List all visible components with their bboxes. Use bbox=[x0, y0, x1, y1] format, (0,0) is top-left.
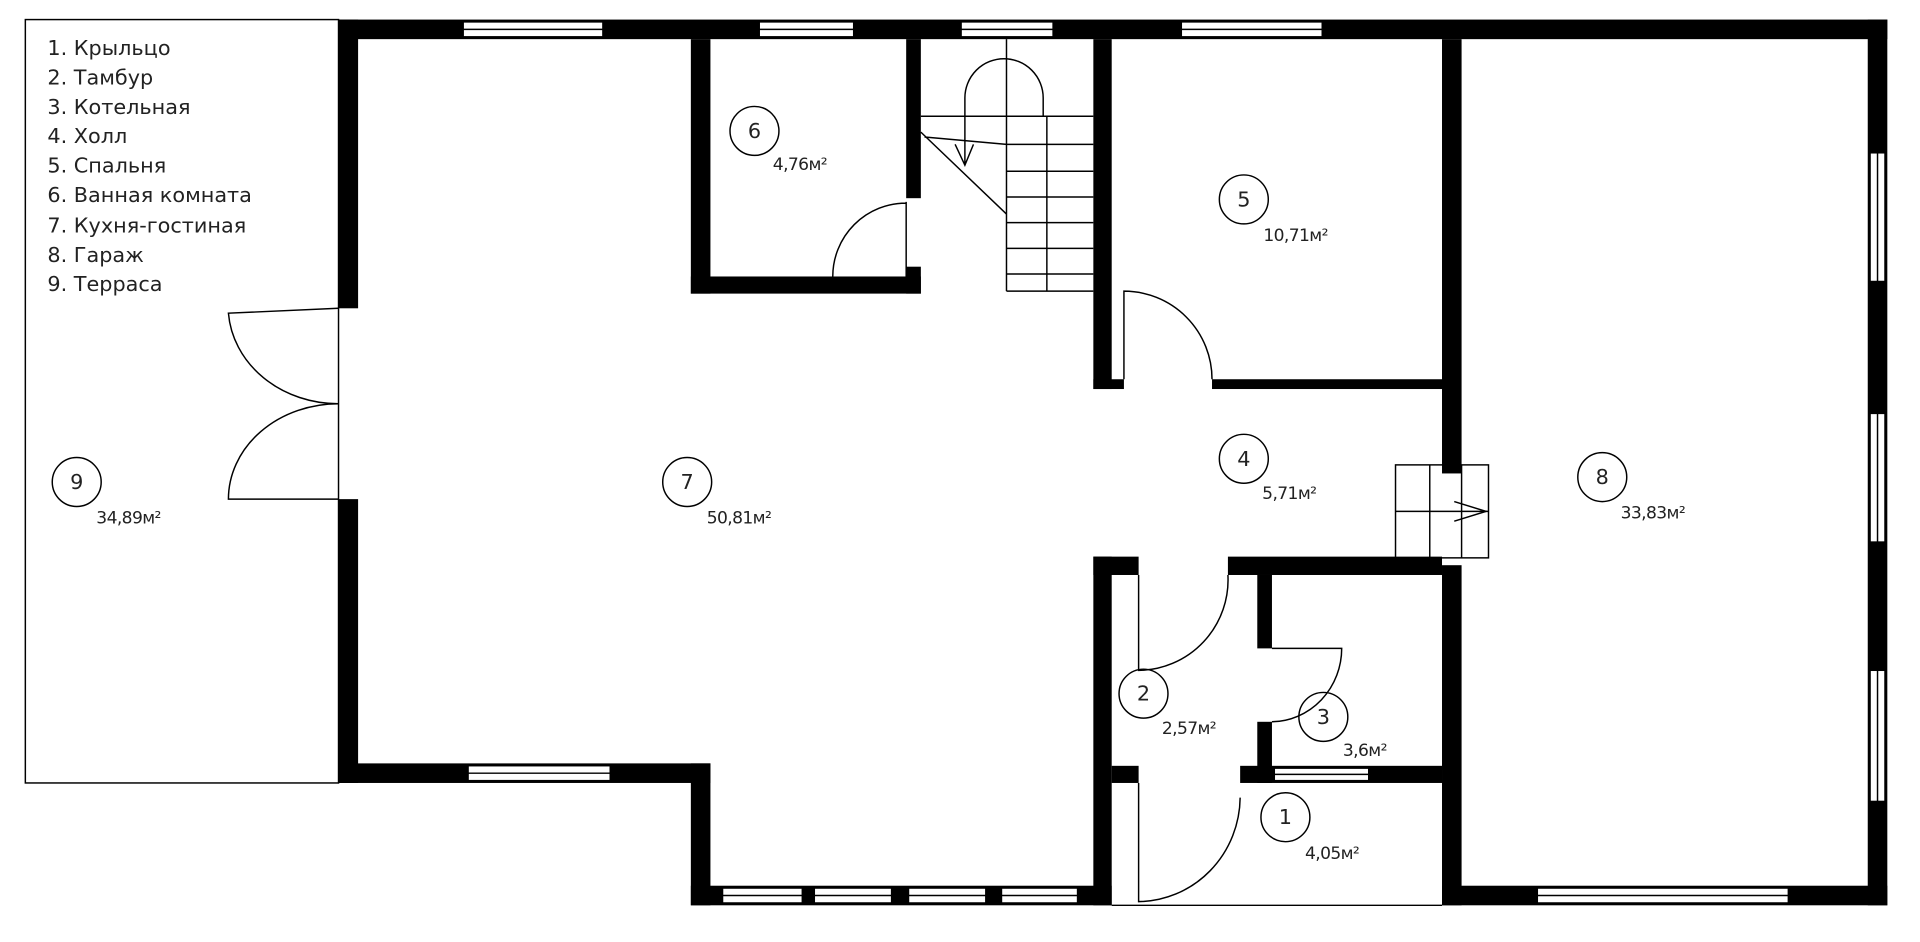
room-number: 6 bbox=[748, 119, 761, 143]
room-area: 34,89м² bbox=[96, 509, 160, 529]
terrace-outline bbox=[24, 18, 340, 784]
room-number: 5 bbox=[1237, 187, 1250, 211]
room-area: 33,83м² bbox=[1621, 504, 1685, 524]
legend-item: 3. Котельная bbox=[47, 95, 190, 119]
room-6-label: 6 4,76м² bbox=[729, 105, 828, 175]
room-area: 50,81м² bbox=[707, 509, 771, 529]
staircase bbox=[920, 39, 1490, 559]
room-number: 8 bbox=[1596, 465, 1609, 489]
room-area: 4,05м² bbox=[1305, 844, 1359, 864]
room-1-label: 1 4,05м² bbox=[1260, 792, 1360, 864]
legend-item: 5. Спальня bbox=[47, 153, 166, 177]
room-7-label: 7 50,81м² bbox=[661, 456, 772, 529]
windows bbox=[462, 21, 1886, 904]
room-area: 10,71м² bbox=[1263, 226, 1327, 246]
legend-item: 1. Крыльцо bbox=[47, 36, 170, 60]
room-area: 5,71м² bbox=[1262, 484, 1316, 504]
room-area: 2,57м² bbox=[1162, 719, 1216, 739]
room-area: 4,76м² bbox=[773, 155, 827, 175]
legend-item: 7. Кухня-гостиная bbox=[47, 213, 246, 237]
room-8-label: 8 33,83м² bbox=[1577, 451, 1686, 524]
room-area: 3,6м² bbox=[1343, 741, 1387, 761]
legend: 1. Крыльцо 2. Тамбур 3. Котельная 4. Хол… bbox=[47, 36, 252, 296]
legend-item: 9. Терраса bbox=[47, 272, 162, 296]
room-number: 7 bbox=[681, 470, 694, 494]
room-labels: 9 34,89м² 7 50,81м² 6 4,76м² 5 10,71м² 4… bbox=[51, 105, 1686, 864]
legend-item: 4. Холл bbox=[47, 124, 127, 148]
room-9-label: 9 34,89м² bbox=[51, 456, 161, 529]
legend-item: 8. Гараж bbox=[47, 243, 144, 267]
room-2-label: 2 2,57м² bbox=[1118, 668, 1217, 739]
room-number: 2 bbox=[1137, 682, 1150, 706]
legend-item: 6. Ванная комната bbox=[47, 183, 252, 207]
room-number: 3 bbox=[1317, 705, 1330, 729]
room-number: 9 bbox=[70, 470, 83, 494]
room-4-label: 4 5,71м² bbox=[1218, 433, 1317, 504]
room-number: 1 bbox=[1279, 805, 1292, 829]
doors bbox=[227, 201, 1443, 907]
room-5-label: 5 10,71м² bbox=[1218, 174, 1328, 246]
room-number: 4 bbox=[1237, 447, 1250, 471]
legend-item: 2. Тамбур bbox=[47, 65, 153, 89]
room-3-label: 3 3,6м² bbox=[1298, 691, 1387, 761]
